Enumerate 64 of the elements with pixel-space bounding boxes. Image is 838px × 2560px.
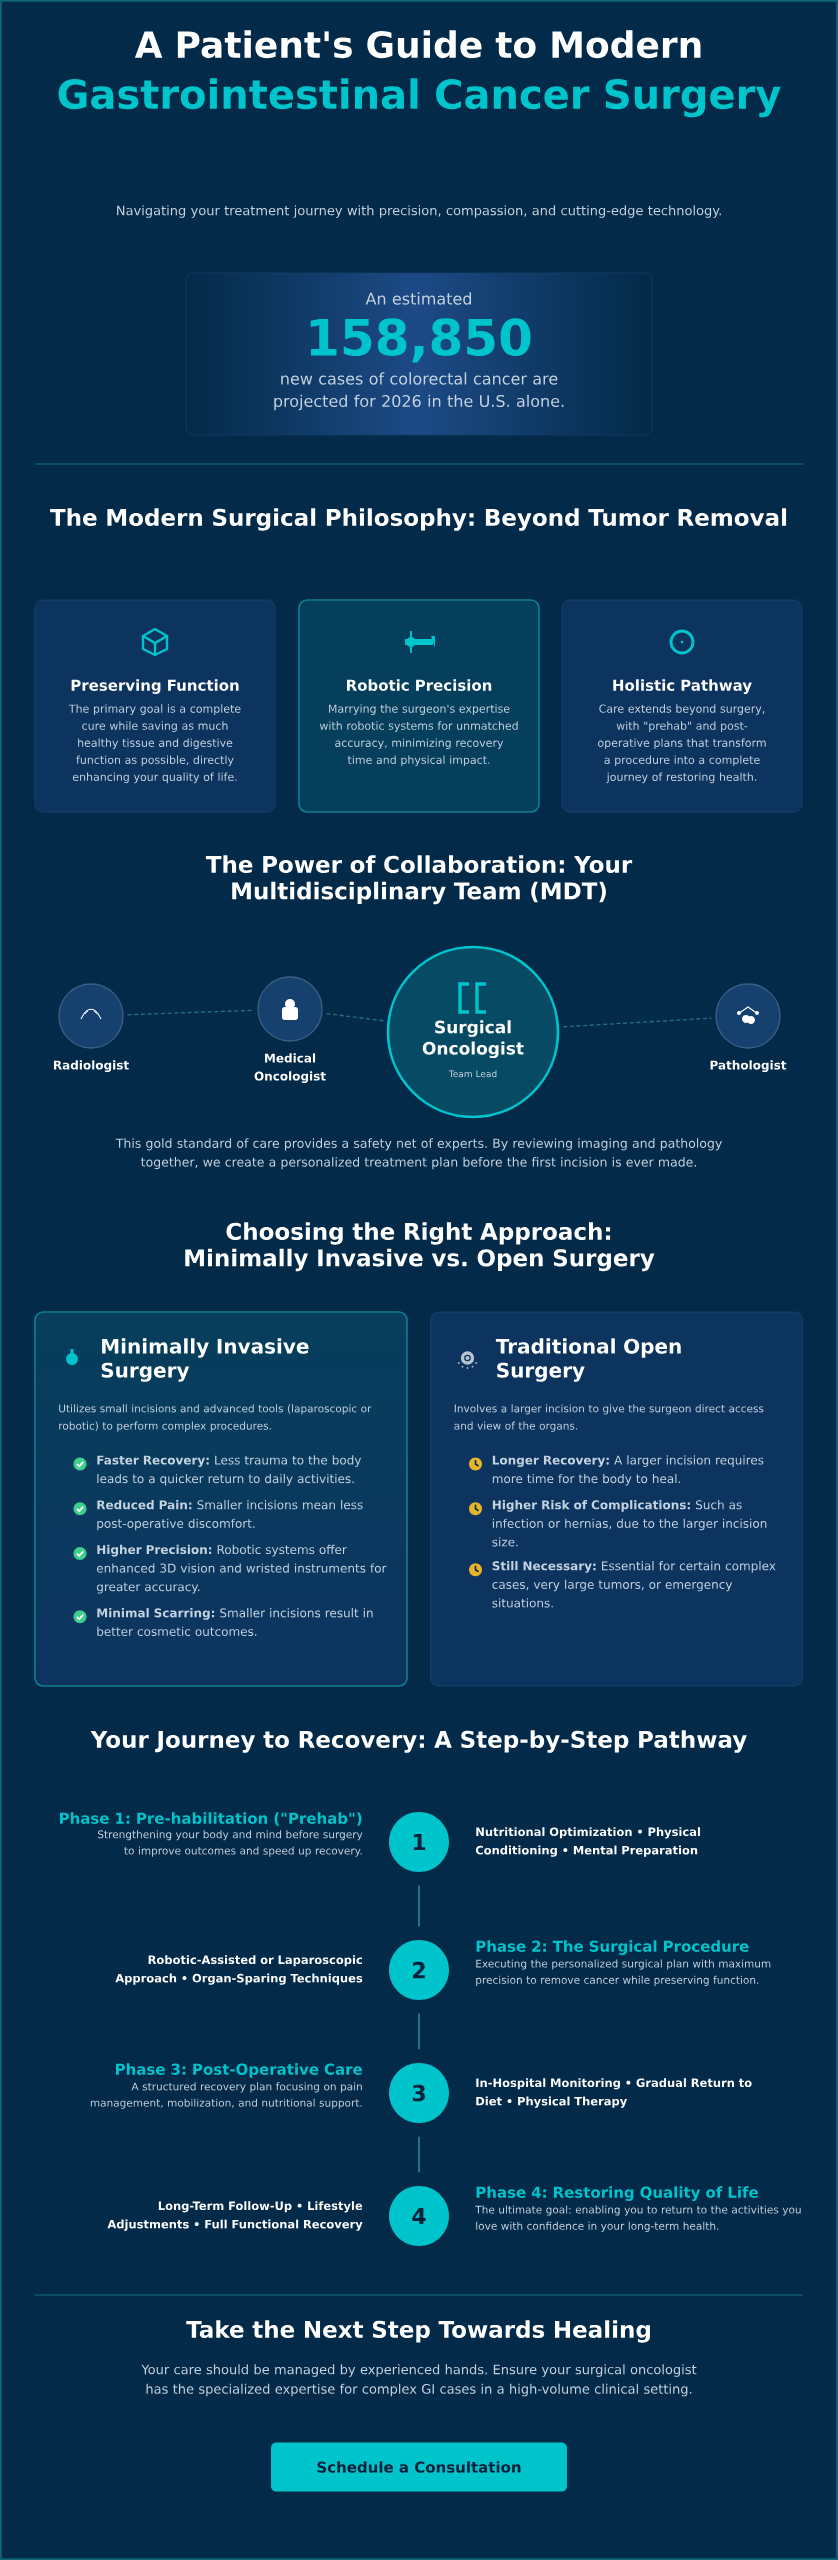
team-member-circle: [715, 983, 781, 1049]
list-item: Still Necessary: Essential for certain complex cases, very large tumors, or emergency situations.: [492, 1561, 776, 1608]
connector-line: [417, 2013, 421, 2050]
card-text: Involves a larger incision to give the surgeon direct access and view of the organs.: [454, 1404, 764, 1432]
phase-heading: Phase 4: Restoring Quality of Life: [476, 2186, 758, 2201]
title: A Patient's Guide to Modern: [134, 30, 701, 59]
card-title: Minimally Invasive Surgery: [101, 1338, 309, 1382]
paragraph: Your care should be managed by experienced hands. Ensure your surgical oncologist has the specialized expertise for complex GI cases in a high-volume clinical setting.: [141, 2364, 697, 2397]
consultation-button: Schedule a Consultation: [271, 2442, 567, 2492]
phase-steps: Robotic-Assisted or Laparoscopic Approach • Organ-Sparing Techniques: [115, 1955, 363, 1985]
phase-heading: Phase 1: Pre-habilitation ("Prehab"): [60, 1812, 362, 1826]
phase-heading: Phase 3: Post-Operative Care: [116, 2063, 362, 2078]
stat-text: An estimated: [365, 292, 471, 305]
connector-line: [562, 1017, 713, 1028]
team-member-circle: [257, 976, 323, 1042]
role-label: Pathologist: [710, 1060, 787, 1072]
feature-card: [298, 599, 540, 813]
card-title: Traditional Open Surgery: [495, 1338, 681, 1382]
team-member-circle: [58, 983, 124, 1049]
list-item: Longer Recovery: A larger incision requires more time for the body to heal.: [492, 1455, 764, 1486]
card-title: Preserving Function: [71, 679, 239, 694]
section-heading: Your Journey to Recovery: A Step-by-Step Pathway: [90, 1730, 747, 1753]
connector-line: [417, 2136, 421, 2173]
paragraph: This gold standard of care provides a safety net of experts. By reviewing imaging and pathology together, we create a personalized treatment plan before the first incision is ever made.: [115, 1138, 722, 1170]
approach-card: [34, 1311, 408, 1687]
phase-steps: Nutritional Optimization • Physical Conditioning • Mental Preparation: [475, 1827, 700, 1857]
connector-line: [126, 1009, 254, 1016]
phase-steps: In-Hospital Monitoring • Gradual Return to Diet • Physical Therapy: [476, 2078, 752, 2108]
list-item: Faster Recovery: Less trauma to the body leads to a quicker return to daily activities.: [97, 1455, 362, 1486]
card-text: Marrying the surgeon's expertise with robotic systems for unmatched accuracy, minimizing recovery time and physical impact.: [319, 704, 518, 767]
phase-description: A structured recovery plan focusing on pain management, mobilization, and nutritional support.: [90, 2082, 362, 2109]
card-text: The primary goal is a complete cure while saving as much healthy tissue and digestive function as possible, directly enhancing your quality of life.: [68, 704, 241, 784]
section-heading: Choosing the Right Approach: Minimally Invasive vs. Open Surgery: [185, 1222, 655, 1272]
feature-card: [561, 599, 803, 813]
stat-box: [185, 272, 653, 436]
phase-steps: Long-Term Follow-Up • Lifestyle Adjustments • Full Functional Recovery: [107, 2201, 363, 2231]
list-item: Minimal Scarring: Smaller incisions result in better cosmetic outcomes.: [97, 1608, 373, 1636]
card-title: Holistic Pathway: [613, 679, 752, 694]
section-heading: Take the Next Step Towards Healing: [186, 2320, 650, 2343]
subtitle: Navigating your treatment journey with precision, compassion, and cutting-edge technology.: [117, 205, 721, 218]
role-title: Surgical Oncologist: [422, 1020, 524, 1059]
phase-heading: Phase 2: The Surgical Procedure: [476, 1940, 749, 1955]
team-lead-circle: [386, 945, 560, 1119]
role-label: Medical Oncologist: [254, 1053, 326, 1083]
connector-line: [417, 1885, 421, 1927]
stat-text: new cases of colorectal cancer are projected for 2026 in the U.S. alone.: [274, 372, 564, 411]
phase-description: The ultimate goal: enabling you to return to the activities you love with confidence in your long-term health.: [475, 2205, 801, 2232]
list-item: Higher Precision: Robotic systems offer enhanced 3D vision and wristed instruments for greater accuracy.: [96, 1544, 387, 1594]
card-text: Care extends beyond surgery, with "prehab" and post-operative plans that transform a procedure into a complete journey of restoring health.: [598, 704, 766, 784]
list-item: Reduced Pain: Smaller incisions mean less post-operative discomfort.: [97, 1500, 363, 1531]
connector-line: [325, 1012, 385, 1022]
role-label: Radiologist: [54, 1060, 129, 1072]
feature-card: [34, 599, 276, 813]
list-item: Higher Risk of Complications: Such as infection or hernias, due to the larger incision size.: [492, 1500, 767, 1547]
stat-number: 158,850: [310, 318, 531, 363]
section-heading: The Modern Surgical Philosophy: Beyond Tumor Removal: [50, 508, 787, 531]
phase-description: Executing the personalized surgical plan with maximum precision to remove cancer while preserving function.: [476, 1959, 771, 1986]
card-title: Robotic Precision: [347, 679, 492, 691]
title-highlight: Gastrointestinal Cancer Surgery: [58, 78, 781, 118]
approach-card: [430, 1311, 803, 1687]
card-text: Utilizes small incisions and advanced tools (laparoscopic or robotic) to perform complex procedures.: [59, 1404, 372, 1432]
phase-description: Strengthening your body and mind before surgery to improve outcomes and speed up recovery.: [98, 1830, 363, 1857]
role-caption: Team Lead: [448, 1070, 497, 1078]
section-heading: The Power of Collaboration: Your Multidisciplinary Team (MDT): [205, 855, 633, 905]
